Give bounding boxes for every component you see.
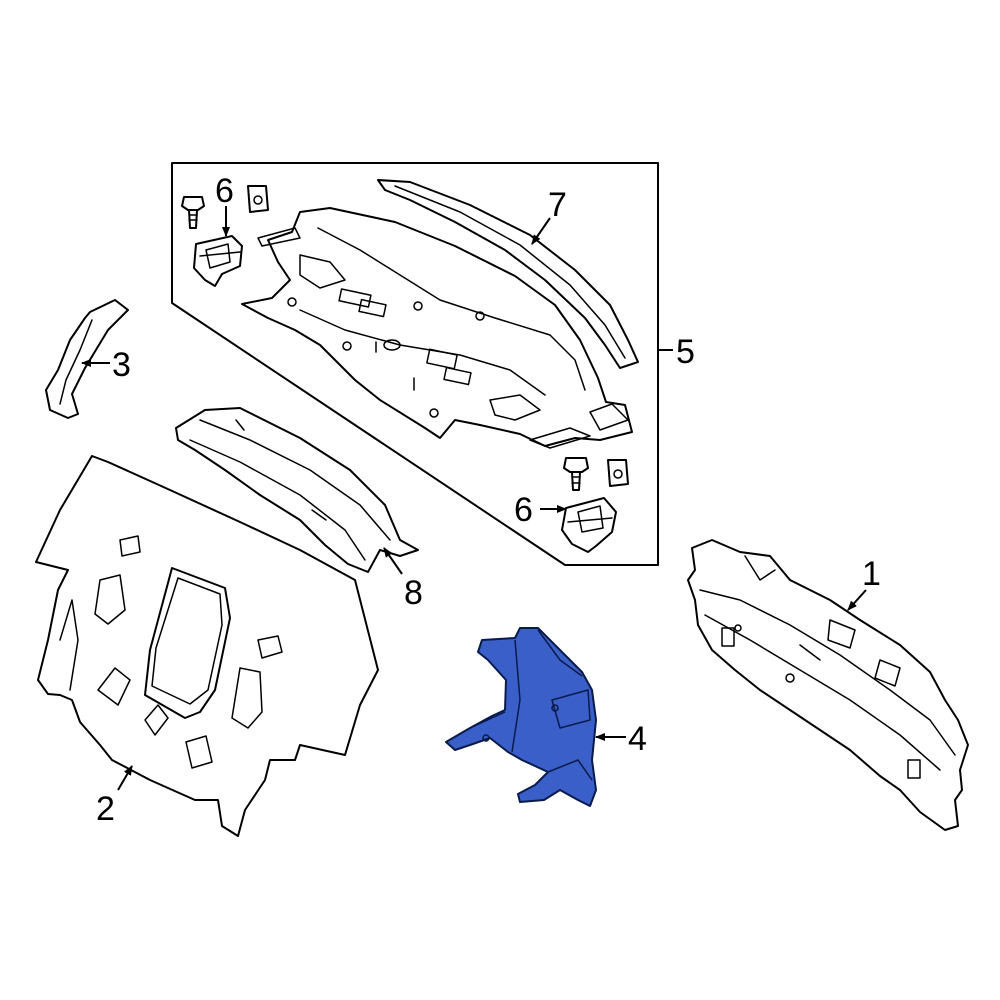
callout-6-lower: 6 xyxy=(514,491,533,529)
callout-4: 4 xyxy=(628,720,647,758)
leader-8 xyxy=(383,547,403,575)
callout-labels: 1 2 3 4 5 6 6 7 8 xyxy=(96,172,881,828)
bolt-top[interactable] xyxy=(181,196,205,229)
part-6-bracket-upper[interactable] xyxy=(193,235,243,287)
part-8-cross-member[interactable] xyxy=(175,407,419,573)
leader-lines xyxy=(81,206,867,791)
callout-5: 5 xyxy=(676,333,695,371)
part-1-rear-panel[interactable] xyxy=(687,539,969,831)
callout-6-upper: 6 xyxy=(215,172,234,210)
part-2-seat-back-panel[interactable] xyxy=(35,455,379,837)
callout-2: 2 xyxy=(96,790,115,828)
clip-nut-top[interactable] xyxy=(247,185,269,213)
callout-3: 3 xyxy=(112,346,131,384)
leader-1 xyxy=(847,589,867,611)
callout-1: 1 xyxy=(862,555,881,593)
part-6-bracket-lower[interactable] xyxy=(561,497,617,553)
part-7-rail[interactable] xyxy=(377,179,639,369)
clip-nut-lower[interactable] xyxy=(607,459,629,487)
part-4-bracket-highlighted[interactable] xyxy=(445,627,597,807)
leader-7 xyxy=(531,217,551,245)
part-5-package-tray[interactable] xyxy=(241,207,633,449)
leader-2 xyxy=(117,765,133,791)
part-5-group-box xyxy=(171,162,659,566)
callout-8: 8 xyxy=(404,574,423,612)
callout-7: 7 xyxy=(548,186,567,224)
bolt-lower[interactable] xyxy=(563,457,589,491)
